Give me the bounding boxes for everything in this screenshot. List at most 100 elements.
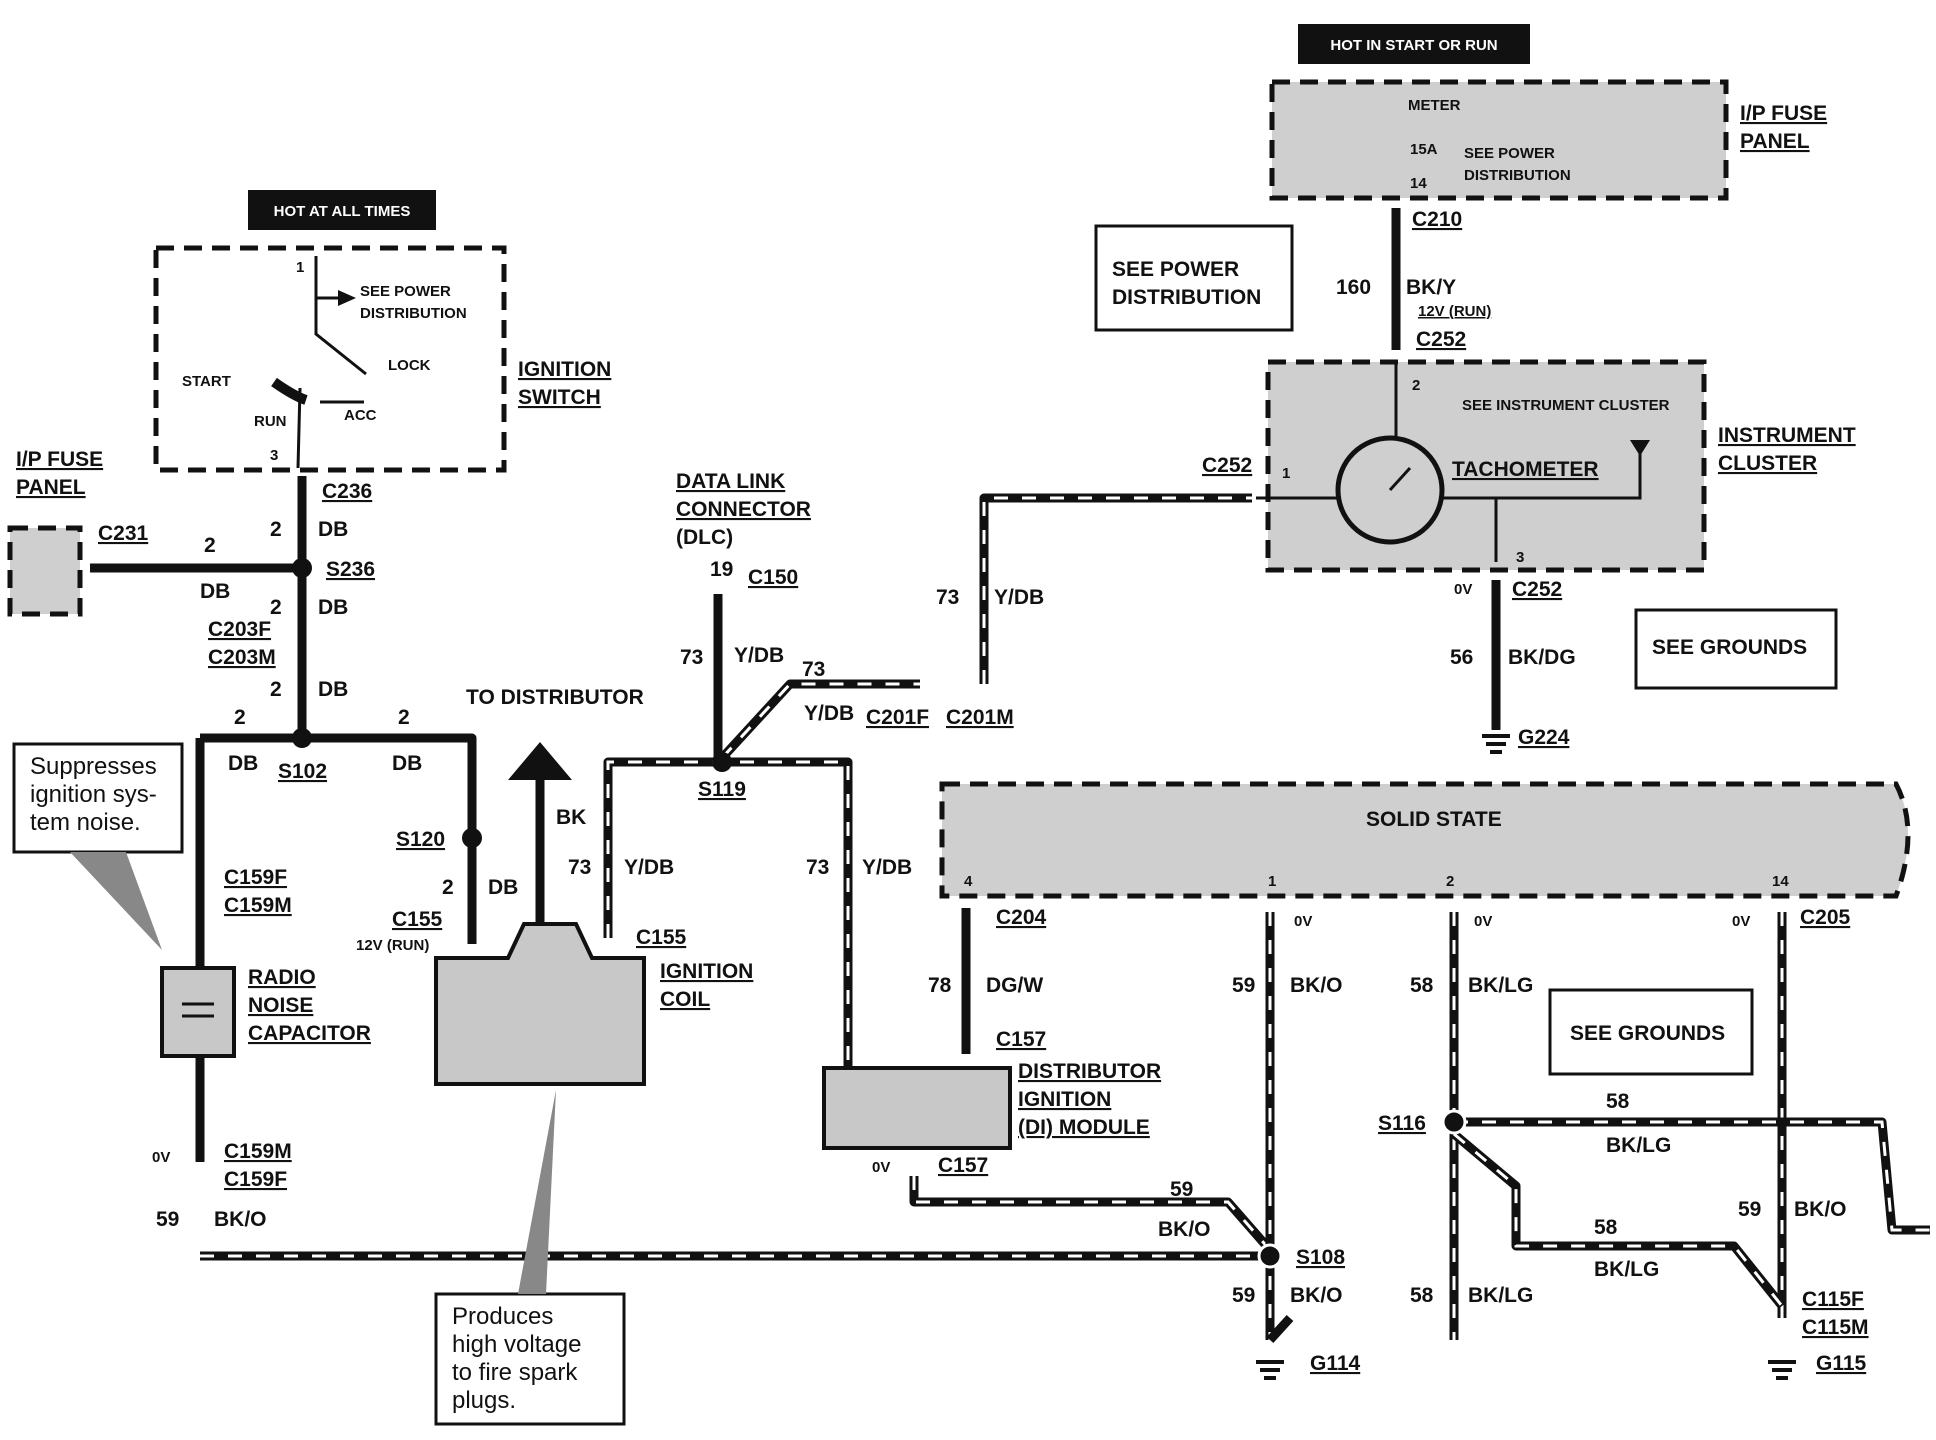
tachometer-gauge xyxy=(1335,435,1445,545)
ov-3: 0V xyxy=(1732,913,1750,930)
see-grounds-box-2 xyxy=(1548,988,1754,1076)
see-grounds-2: SEE GROUNDS xyxy=(1570,1022,1725,1045)
c157-top-label: C157 xyxy=(996,1028,1046,1051)
ip-fuse-top-1: I/P FUSE xyxy=(1740,102,1827,125)
see-power-arrow xyxy=(338,290,356,306)
w58-s116: 58 xyxy=(1606,1090,1630,1113)
dlc-title-3: (DLC) xyxy=(676,526,733,549)
c252-left-label: C252 xyxy=(1202,454,1252,477)
fuse-see-power-2: DISTRIBUTION xyxy=(1464,167,1571,184)
g224-label: G224 xyxy=(1518,726,1570,749)
inst-cluster-1: INSTRUMENT xyxy=(1718,424,1856,447)
w19-label: 19 xyxy=(710,558,733,581)
radio-noise-3: CAPACITOR xyxy=(248,1022,371,1045)
ydb-top: Y/DB xyxy=(994,586,1044,609)
di-title-1: DISTRIBUTOR xyxy=(1018,1060,1161,1083)
ignition-switch-box xyxy=(156,248,504,470)
hot-at-all-times-label: HOT AT ALL TIMES xyxy=(274,203,411,220)
v12run-label-coil: 12V (RUN) xyxy=(356,937,429,954)
instrument-cluster-box xyxy=(1268,362,1704,570)
w59-ss-1: 59 xyxy=(1232,974,1255,997)
w2-s102-left: 2 xyxy=(234,706,246,729)
c203f-label: C203F xyxy=(208,618,271,641)
ignition-switch-title-2: SWITCH xyxy=(518,386,601,409)
w58-mid: 58 xyxy=(1594,1216,1618,1239)
c159m-top-label: C159M xyxy=(224,894,292,917)
switch-start: START xyxy=(182,373,231,390)
ignition-coil-body xyxy=(434,922,646,1086)
ip-fuse-top-2: PANEL xyxy=(1740,130,1810,153)
db-c231: DB xyxy=(200,580,230,603)
bk-label: BK xyxy=(556,806,586,829)
c155-left-label: C155 xyxy=(392,908,443,931)
bko-ss-1: BK/O xyxy=(1290,974,1343,997)
s236-label: S236 xyxy=(326,558,375,581)
to-distributor-label: TO DISTRIBUTOR xyxy=(466,686,644,709)
w2-c231: 2 xyxy=(204,534,216,557)
fuse-pin-14: 14 xyxy=(1410,175,1427,192)
splice-s236 xyxy=(292,558,312,578)
see-grounds-box-1 xyxy=(1634,608,1838,690)
c201m-label: C201M xyxy=(946,706,1014,729)
bko-cap: BK/O xyxy=(214,1208,267,1231)
note-suppresses-2: ignition sys- xyxy=(30,781,157,808)
switch-pin-3: 3 xyxy=(270,447,278,464)
di-title-3: (DI) MODULE xyxy=(1018,1116,1150,1139)
c157-ov: 0V xyxy=(872,1159,890,1176)
hot-in-start-run-banner xyxy=(1298,24,1530,64)
s120-label: S120 xyxy=(396,828,445,851)
c159-ov: 0V xyxy=(152,1149,170,1166)
db-wires xyxy=(90,208,1501,1162)
fuse-see-power-1: SEE POWER xyxy=(1464,145,1555,162)
s102-label: S102 xyxy=(278,760,327,783)
splice-s120 xyxy=(462,828,482,848)
c159m-bottom-label: C159M xyxy=(224,1140,292,1163)
c252-bottom-label: C252 xyxy=(1512,578,1562,601)
db-c236: DB xyxy=(318,518,348,541)
w59-di: 59 xyxy=(1170,1178,1193,1201)
switch-see-power-1: SEE POWER xyxy=(360,283,451,300)
di-module-box xyxy=(822,1066,1012,1150)
w59-right: 59 xyxy=(1738,1198,1761,1221)
switch-see-power-2: DISTRIBUTION xyxy=(360,305,467,322)
w73-dlc: 73 xyxy=(680,646,703,669)
bko-g114: BK/O xyxy=(1290,1284,1343,1307)
cluster-pin-2: 2 xyxy=(1412,377,1420,394)
ss-pin-2: 2 xyxy=(1446,873,1454,890)
c159f-top-label: C159F xyxy=(224,866,287,889)
v12run-label-top: 12V (RUN) xyxy=(1418,303,1491,320)
dlc-title-1: DATA LINK xyxy=(676,470,785,493)
splice-s108 xyxy=(1257,1243,1283,1269)
note-suppresses-3: tem noise. xyxy=(30,809,141,836)
w73-c201: 73 xyxy=(802,658,825,681)
ss-pin-14: 14 xyxy=(1772,873,1789,890)
w56-label: 56 xyxy=(1450,646,1473,669)
w59-cap: 59 xyxy=(156,1208,179,1231)
radio-noise-capacitor-body xyxy=(160,966,236,1058)
solid-state-label: SOLID STATE xyxy=(1366,808,1502,831)
switch-acc: ACC xyxy=(344,407,377,424)
see-inst-label: SEE INSTRUMENT CLUSTER xyxy=(1462,397,1670,414)
switch-pin-1: 1 xyxy=(296,259,304,276)
switch-run: RUN xyxy=(254,413,287,430)
bko-di: BK/O xyxy=(1158,1218,1211,1241)
see-power-box-1: SEE POWER xyxy=(1112,258,1239,281)
c252-bottom-ov: 0V xyxy=(1454,581,1472,598)
c205-label: C205 xyxy=(1800,906,1851,929)
bko-right: BK/O xyxy=(1794,1198,1847,1221)
c150-label: C150 xyxy=(748,566,798,589)
ignition-switch-title-1: IGNITION xyxy=(518,358,611,381)
cluster-pin-3: 3 xyxy=(1516,549,1524,566)
dlc-title-2: CONNECTOR xyxy=(676,498,811,521)
w160-label: 160 xyxy=(1336,276,1371,299)
ov-1: 0V xyxy=(1294,913,1312,930)
inst-cluster-2: CLUSTER xyxy=(1718,452,1817,475)
ydb-c201: Y/DB xyxy=(804,702,854,725)
note-produces-1: Produces xyxy=(452,1303,553,1330)
g114-label: G114 xyxy=(1310,1352,1361,1375)
ydb-coil: Y/DB xyxy=(624,856,674,879)
c204-label: C204 xyxy=(996,906,1047,929)
c236-label: C236 xyxy=(322,480,372,503)
c252-top-label: C252 xyxy=(1416,328,1466,351)
bklg-mid: BK/LG xyxy=(1594,1258,1659,1281)
